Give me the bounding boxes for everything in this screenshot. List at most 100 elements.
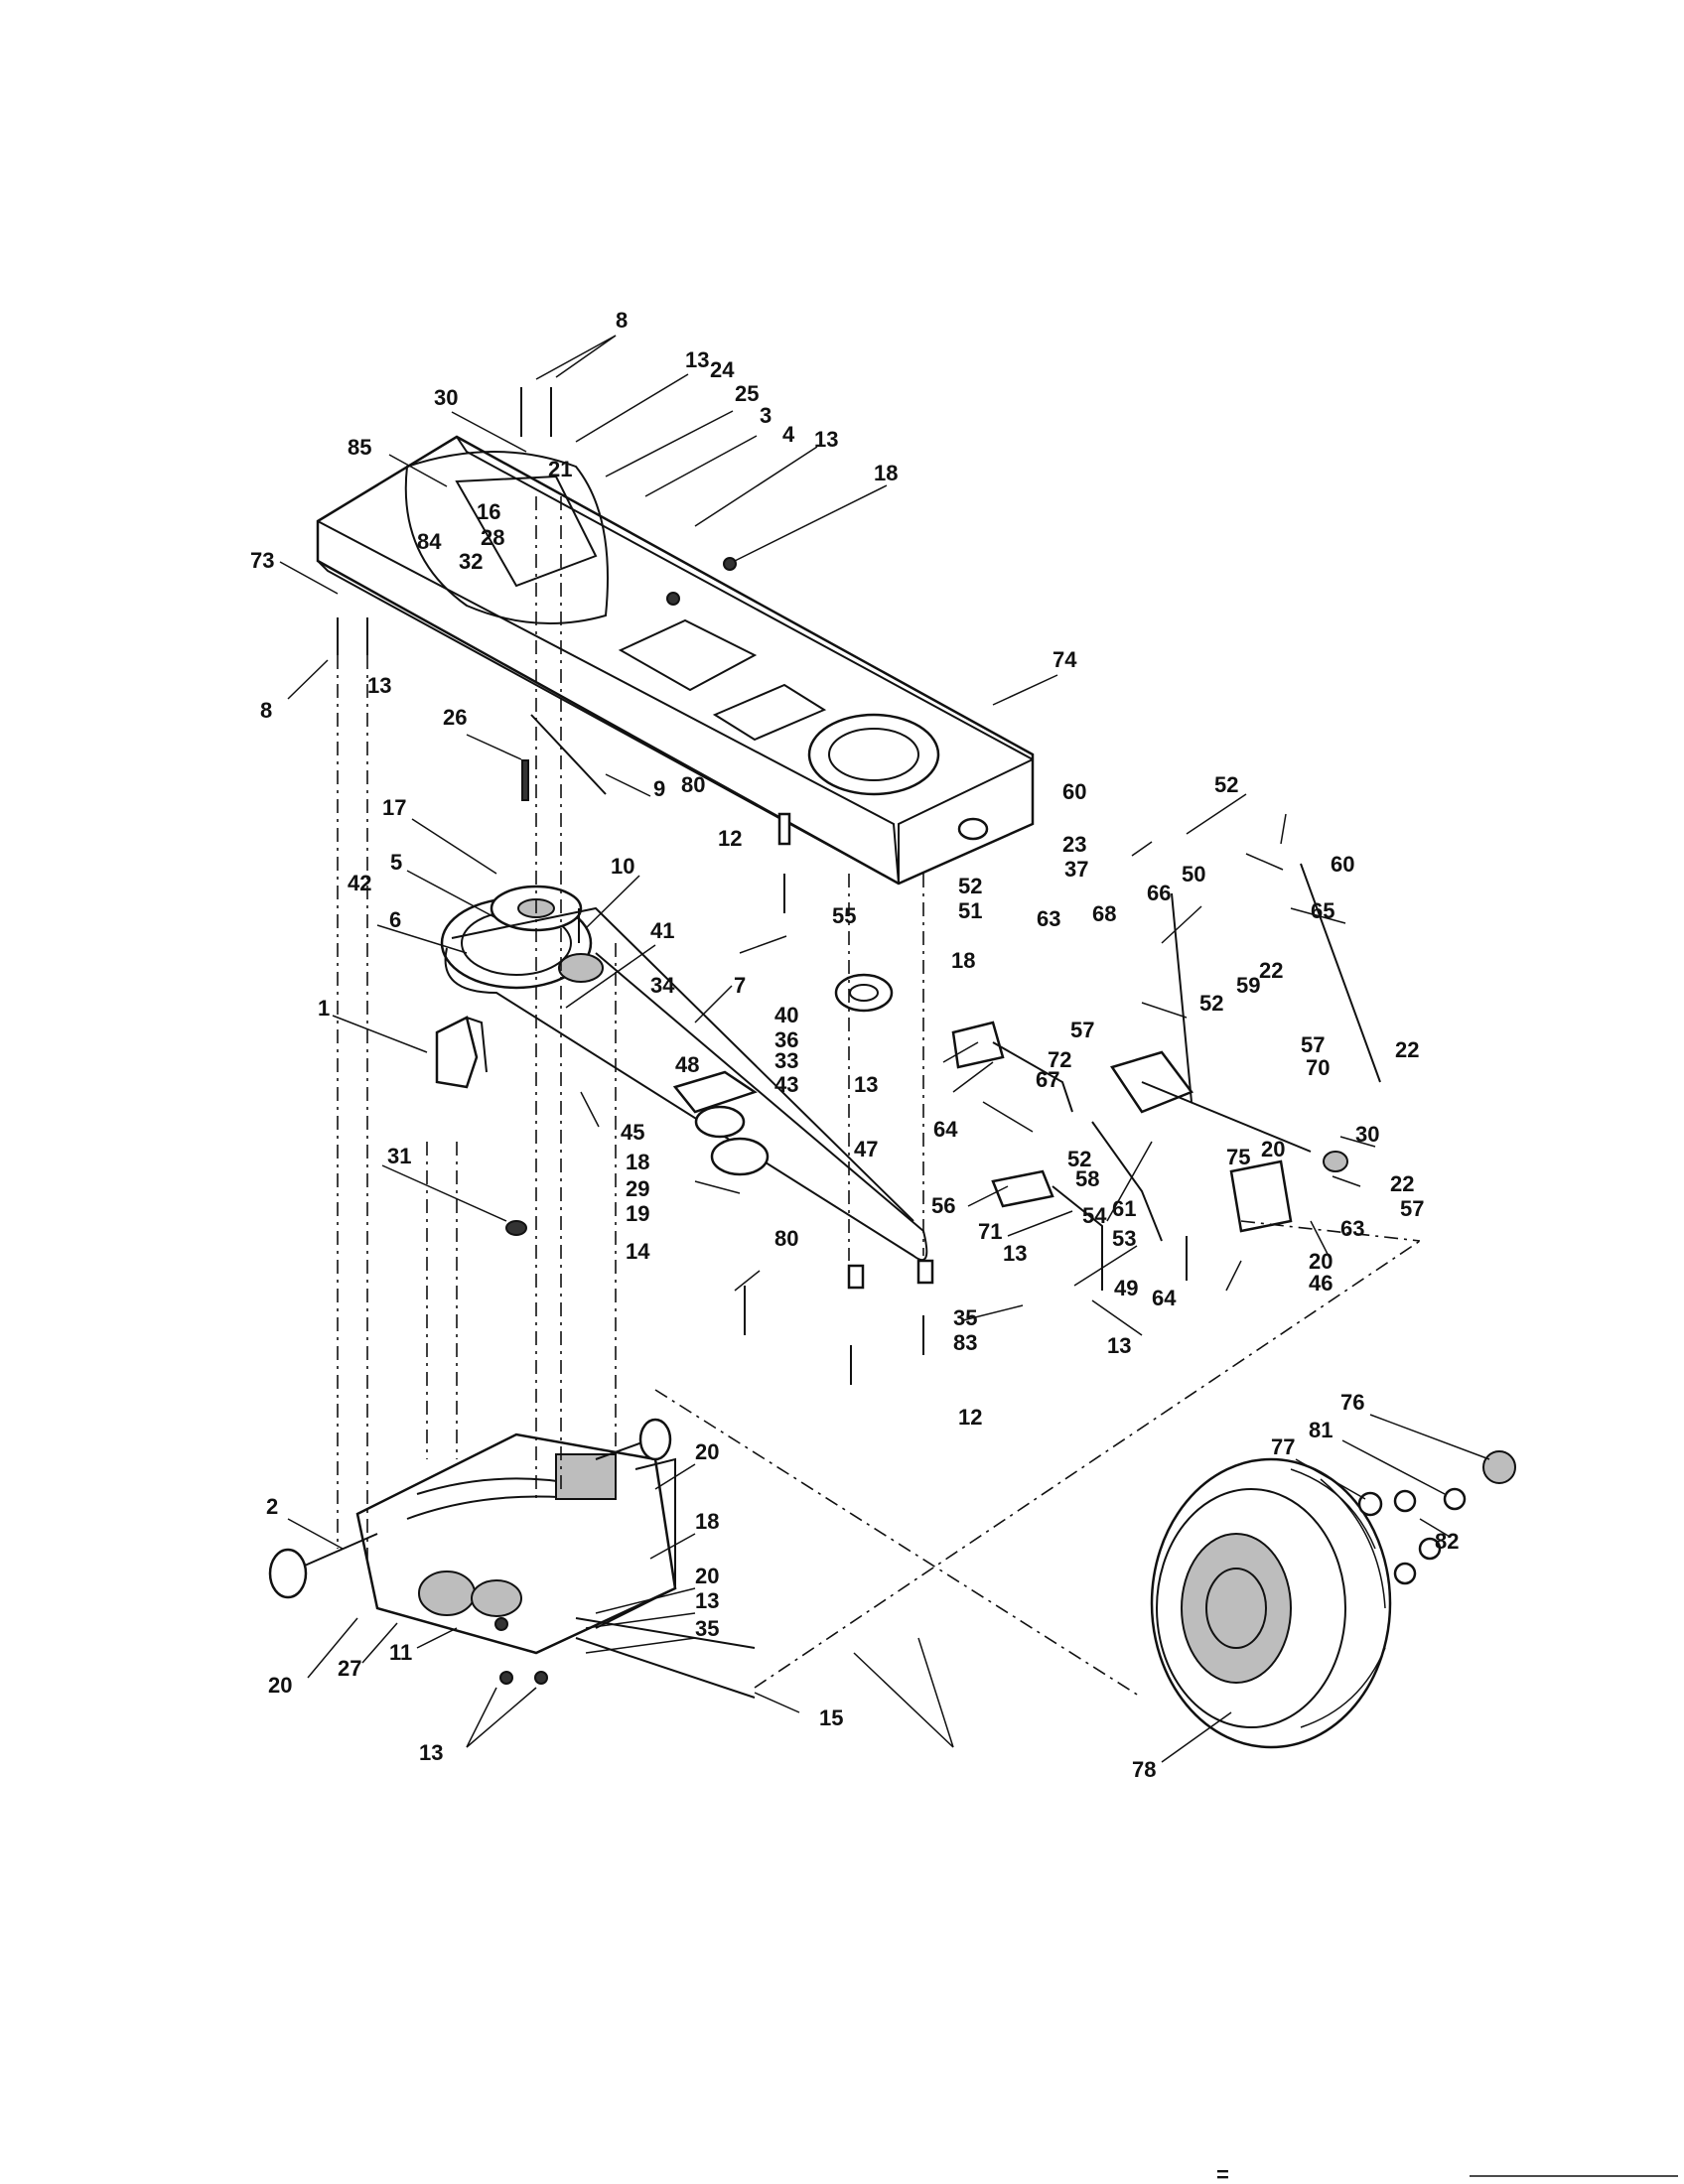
callout-label: 22 <box>1390 1171 1414 1196</box>
callout-label: 45 <box>621 1120 644 1145</box>
callout-label: 65 <box>1311 898 1334 923</box>
callout-label: 81 <box>1309 1418 1333 1442</box>
callout-label: 64 <box>933 1117 958 1142</box>
callout-label: 73 <box>250 548 274 573</box>
callout-label: 3 <box>760 403 772 428</box>
callout-label: 46 <box>1309 1271 1333 1296</box>
callout-label: 20 <box>1309 1249 1333 1274</box>
callout-label: 59 <box>1236 973 1260 998</box>
callout-label: 14 <box>626 1239 650 1264</box>
callout-label: 64 <box>1152 1286 1177 1310</box>
bracket-part <box>435 973 894 1236</box>
callout-label: 16 <box>477 499 500 524</box>
wheel-part <box>1150 1457 1392 1749</box>
callout-label: 13 <box>814 427 838 452</box>
callout-label: 15 <box>819 1706 843 1730</box>
callout-label: 47 <box>854 1137 878 1161</box>
callout-label: 52 <box>958 874 982 898</box>
callout-label: 52 <box>1067 1147 1091 1171</box>
callout-label: 22 <box>1259 958 1283 983</box>
fasteners-part <box>337 387 1188 1685</box>
callout-label: 2 <box>266 1494 278 1519</box>
callout-label: 18 <box>874 461 898 485</box>
callout-label: 26 <box>443 705 467 730</box>
callout-label: 18 <box>951 948 975 973</box>
callout-label: 27 <box>338 1656 361 1681</box>
callout-label: 13 <box>367 673 391 698</box>
callout-label: 85 <box>348 435 371 460</box>
callout-labels: 8 13 24 30 25 3 4 13 85 21 16 84 28 32 1… <box>250 308 1459 1782</box>
callout-label: 57 <box>1301 1032 1325 1057</box>
callout-label: 21 <box>548 457 572 481</box>
callout-label: 18 <box>695 1509 719 1534</box>
callout-label: 23 <box>1062 832 1086 857</box>
callout-label: 54 <box>1082 1203 1107 1228</box>
pedal-linkage-part <box>951 863 1381 1291</box>
callout-label: 13 <box>854 1072 878 1097</box>
callout-label: 51 <box>958 898 982 923</box>
callout-label: 5 <box>390 850 402 875</box>
callout-label: 12 <box>958 1405 982 1430</box>
callout-label: 83 <box>953 1330 977 1355</box>
callout-label: 56 <box>931 1193 955 1218</box>
callout-label: 41 <box>650 918 674 943</box>
callout-label: 43 <box>774 1072 798 1097</box>
alignment-lines <box>337 496 1421 1699</box>
callout-label: 30 <box>434 385 458 410</box>
callout-label: 20 <box>695 1439 719 1464</box>
callout-label: 20 <box>695 1564 719 1588</box>
callout-label: 37 <box>1064 857 1088 882</box>
callout-label: 35 <box>953 1305 977 1330</box>
callout-label: 30 <box>1355 1122 1379 1147</box>
callout-label: 13 <box>419 1740 443 1765</box>
callout-label: 20 <box>268 1673 292 1698</box>
callout-label: 74 <box>1052 647 1077 672</box>
callout-label: 1 <box>318 996 330 1021</box>
callout-label: 77 <box>1271 1434 1295 1459</box>
callout-label: 84 <box>417 529 442 554</box>
callout-label: 71 <box>978 1219 1002 1244</box>
callout-label: 53 <box>1112 1226 1136 1251</box>
callout-label: 25 <box>735 381 759 406</box>
callout-label: 66 <box>1147 881 1171 905</box>
callout-label: 57 <box>1070 1018 1094 1042</box>
callout-label: 82 <box>1435 1529 1459 1554</box>
callout-label: 36 <box>774 1027 798 1052</box>
hub-hardware-part <box>1357 1450 1516 1585</box>
callout-label: 33 <box>774 1048 798 1073</box>
callout-label: 11 <box>389 1640 412 1665</box>
callout-label: 58 <box>1075 1166 1099 1191</box>
callout-label: 24 <box>710 357 735 382</box>
callout-label: 52 <box>1199 991 1223 1016</box>
leader-lines <box>279 335 1490 1763</box>
callout-label: 8 <box>260 698 272 723</box>
callout-label: 7 <box>734 973 746 998</box>
belt-drive-part <box>440 714 928 1262</box>
callout-label: 19 <box>626 1201 649 1226</box>
callout-label: 34 <box>650 973 675 998</box>
callout-label: 72 <box>1048 1047 1071 1072</box>
callout-label: 55 <box>832 903 856 928</box>
callout-label: 6 <box>389 907 401 932</box>
callout-label: 40 <box>774 1003 798 1027</box>
callout-label: 35 <box>695 1616 719 1641</box>
callout-label: 76 <box>1340 1390 1364 1415</box>
callout-label: 18 <box>626 1150 649 1174</box>
callout-label: 52 <box>1214 772 1238 797</box>
callout-label: 78 <box>1132 1757 1156 1782</box>
callout-label: 70 <box>1306 1055 1330 1080</box>
callout-label: 68 <box>1092 901 1116 926</box>
callout-label: 13 <box>1003 1241 1027 1266</box>
callout-label: 80 <box>681 772 705 797</box>
callout-label: 22 <box>1395 1037 1419 1062</box>
callout-label: 12 <box>718 826 742 851</box>
callout-label: 48 <box>675 1052 699 1077</box>
callout-label: 17 <box>382 795 406 820</box>
callout-label: 50 <box>1182 862 1205 887</box>
callout-label: 20 <box>1261 1137 1285 1161</box>
callout-label: 29 <box>626 1176 649 1201</box>
callout-label: 42 <box>348 871 371 895</box>
callout-label: 75 <box>1226 1145 1250 1169</box>
callout-label: 13 <box>1107 1333 1131 1358</box>
